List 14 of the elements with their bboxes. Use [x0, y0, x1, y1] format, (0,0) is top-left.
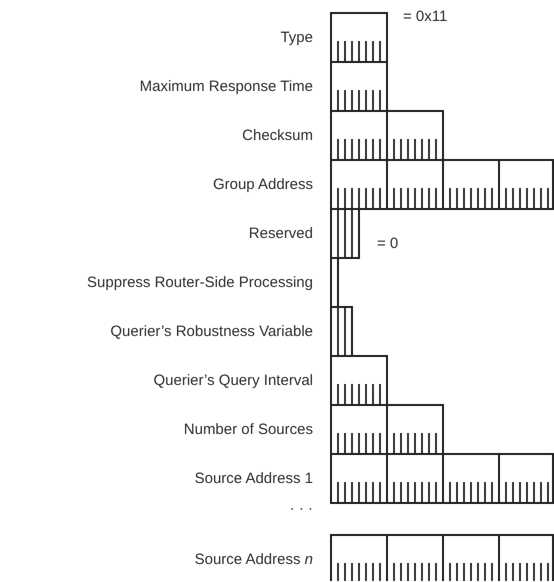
field-name: Group Address	[212, 176, 313, 194]
field-value: = 0	[377, 235, 398, 253]
field-name: Checksum	[242, 126, 313, 144]
field-name: Source Address 1	[194, 470, 313, 488]
field-name: Suppress Router-Side Processing	[87, 274, 313, 292]
field-value: = 0x11	[403, 8, 448, 26]
field-name: Querier’s Robustness Variable	[110, 322, 313, 340]
field-name: Number of Sources	[184, 420, 313, 438]
field-name: Source Address n	[194, 550, 313, 568]
field-name: Type	[280, 28, 313, 46]
field-name: Querier’s Query Interval	[153, 372, 313, 390]
ellipsis: · · ·	[290, 500, 313, 518]
field-name: Maximum Response Time	[140, 78, 313, 96]
field-name: Reserved	[248, 224, 313, 242]
